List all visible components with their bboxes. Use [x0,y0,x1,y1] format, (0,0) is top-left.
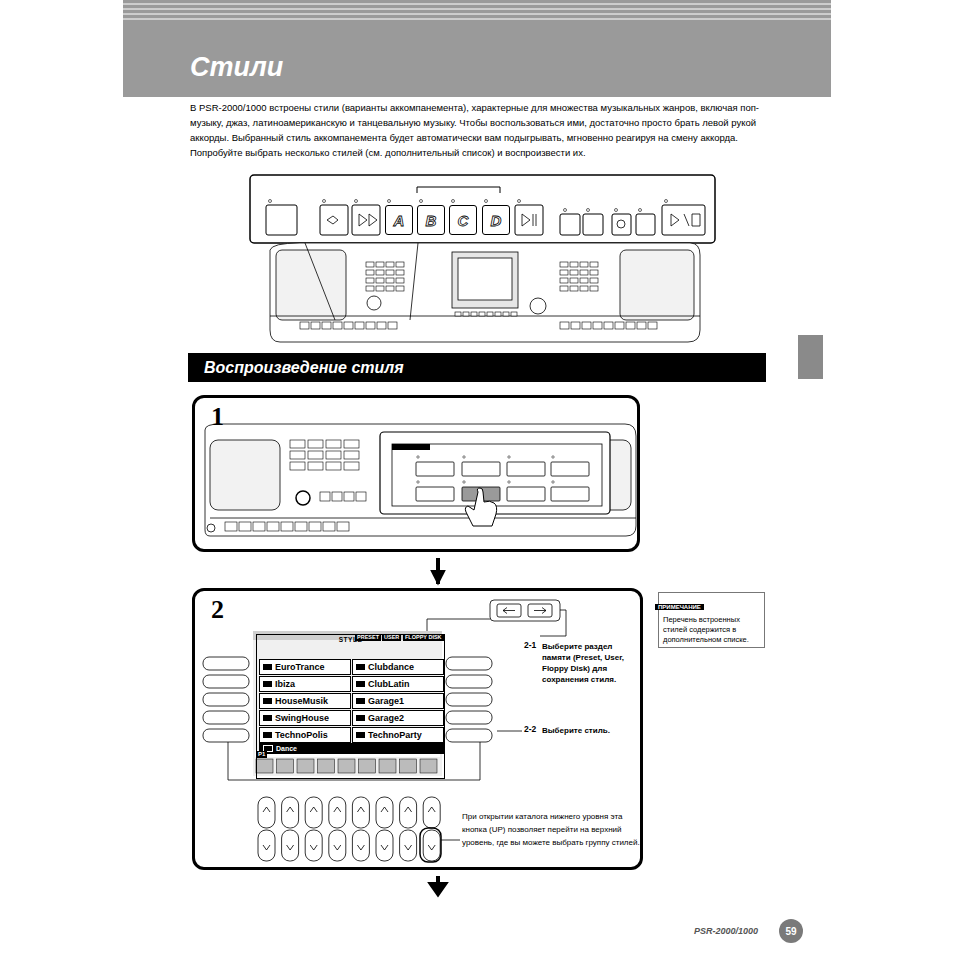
callout-text: Выберите стиль. [542,725,642,736]
step1-panel [205,424,636,536]
node-text: Ibiza [275,679,295,689]
side-buttons [203,657,492,742]
leader-lines [228,610,566,862]
node-text: 59 [785,926,796,937]
keyboard-panel [270,243,700,342]
help-text: При открытии каталога нижнего уровня эта… [462,810,644,849]
step1-buttons [225,440,366,531]
panel-button: B [417,205,445,235]
panel-button: A [385,205,413,235]
style-name-cell: ClubLatin [352,676,444,692]
memory-tab: USER [382,634,401,641]
panel-button: D [482,205,510,235]
folder-bar: Dance [259,743,444,754]
style-name-cell: Garage2 [352,710,444,726]
node-text: Garage1 [368,696,404,706]
node-text: 2 [211,595,224,625]
node-text: C [458,212,469,229]
style-icon [356,664,365,670]
style-icon [263,715,272,721]
style-name-cell: HouseMusik [259,693,351,709]
node-text: A [394,212,405,229]
panel-buttons [300,262,657,329]
node-text: Перечень встроенных стилей содержится в … [663,615,760,645]
node-text: ПРИМЕЧАНИЕ [655,604,704,610]
style-name-cell: Clubdance [352,659,444,675]
node-text: B [426,212,437,229]
style-icon [263,732,272,738]
page-title: Стили [190,52,283,83]
style-icon [263,698,272,704]
node-text: TechnoParty [368,730,422,740]
memory-tab: PRESET [355,634,381,641]
node-text: EuroTrance [275,662,325,672]
style-name-cell: TechnoParty [352,727,444,743]
node-text: Clubdance [368,662,414,672]
style-name-cell: EuroTrance [259,659,351,675]
footer-model: PSR-2000/1000 [694,925,758,937]
continue-arrow [431,876,445,894]
panel-strip [250,175,715,243]
note-box: ПРИМЕЧАНИЕ Перечень встроенных стилей сод… [658,592,765,648]
style-icon [356,681,365,687]
page-tag: P1 [256,751,267,758]
callout-number: 2-1 [524,640,536,651]
node-text: Воспроизведение стиля [204,359,404,377]
bottom-buttons [258,797,440,861]
node-text: TechnoPolis [275,730,328,740]
style-icon [356,715,365,721]
style-name-cell: TechnoPolis [259,727,351,743]
lcd-screen: STYLEEuroTranceClubdanceIbizaClubLatinHo… [256,634,445,779]
panel-button: C [449,205,477,235]
section-heading: Воспроизведение стиля [188,353,766,382]
style-name-cell: Garage1 [352,693,444,709]
callout-number: 2-2 [524,724,536,735]
memory-tab: FLOPPY DISK [403,634,444,641]
style-icon [356,698,365,704]
header-band [123,0,831,97]
node-text: D [491,212,502,229]
style-icon [356,732,365,738]
style-icon [263,681,272,687]
node-text: SwingHouse [275,713,329,723]
node-text: ClubLatin [368,679,410,689]
step-arrow [436,558,440,584]
style-name-cell: Ibiza [259,676,351,692]
header-stripes [123,4,831,19]
pointing-hand [465,488,496,526]
page-number: 59 [779,919,803,943]
zoom-box [380,432,610,526]
tab-buttons [490,600,560,621]
node-text: 1 [211,402,224,432]
chapter-tab [798,335,823,379]
step-frame: 1 [192,395,640,552]
style-name-cell: SwingHouse [259,710,351,726]
node-text: Garage2 [368,713,404,723]
style-icon [263,664,272,670]
node-text: HouseMusik [275,696,328,706]
callout-text: Выберите раздел памяти (Preset, User, Fl… [542,641,642,685]
intro-text: В PSR-2000/1000 встроены стили (варианты… [190,100,768,160]
node-text: Dance [276,745,297,752]
